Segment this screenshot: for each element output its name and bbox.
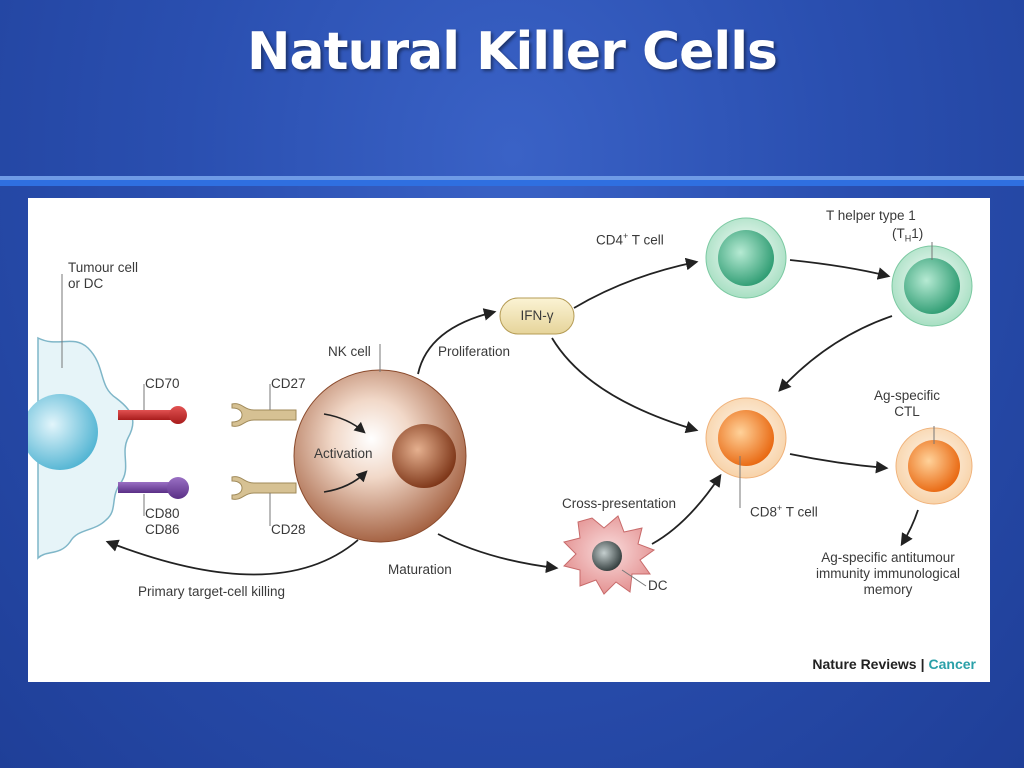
ag-specific-ctl-label-2: CTL — [894, 404, 920, 419]
or-dc-label: or DC — [68, 276, 104, 291]
maturation-label: Maturation — [388, 562, 452, 577]
primary-target-cell-killing-label: Primary target-cell killing — [138, 584, 286, 599]
memory-label-2: immunity immunological — [815, 566, 961, 581]
cd28-receptor — [231, 476, 297, 500]
slide-title: Natural Killer Cells — [247, 22, 778, 82]
ag-specific-ctl-label-1: Ag-specific — [873, 388, 941, 403]
ifn-gamma-label: IFN-γ — [520, 308, 554, 323]
cd4-t-cell-label: CD4+ T cell — [596, 231, 664, 248]
nk-cell-diagram: Tumour cell or DC CD70 CD80 CD86 CD27 CD… — [28, 198, 990, 682]
dc-label: DC — [648, 578, 668, 593]
cd28-label: CD28 — [271, 522, 306, 537]
dendritic-cell-nucleus — [592, 541, 622, 571]
ifn-gamma-capsule — [499, 297, 575, 335]
memory-label-1: Ag-specific antitumour — [821, 550, 955, 565]
journal-name: Nature Reviews — [812, 656, 917, 672]
th1-cell-nucleus — [904, 258, 960, 314]
th1-title-label: T helper type 1 — [826, 208, 916, 223]
tumour-cell-nucleus — [28, 394, 98, 470]
cd4-t-cell-nucleus — [718, 230, 774, 286]
tumour-cell-label: Tumour cell — [68, 260, 139, 275]
nk-cell-nucleus — [392, 424, 456, 488]
cd80-ligand-stalk — [118, 482, 176, 493]
cd70-ligand-stalk — [118, 410, 174, 420]
cd70-label: CD70 — [145, 376, 180, 391]
cd80-ligand-head — [167, 477, 189, 499]
cd80-label: CD80 — [145, 506, 180, 521]
cd27-receptor — [231, 403, 297, 427]
proliferation-label: Proliferation — [438, 344, 511, 359]
journal-credit: Nature Reviews|Cancer — [812, 656, 976, 672]
ag-specific-ctl-nucleus — [908, 440, 960, 492]
nk-cell-label: NK cell — [328, 344, 371, 359]
cd8-t-cell-label: CD8+ T cell — [750, 503, 818, 520]
cd70-ligand-head — [169, 406, 187, 424]
journal-section: Cancer — [928, 656, 976, 672]
activation-label: Activation — [314, 446, 373, 461]
title-divider-light — [0, 176, 1024, 180]
th1-abbrev-label: (TH1) — [892, 226, 924, 244]
cd27-label: CD27 — [271, 376, 306, 391]
title-divider — [0, 180, 1024, 186]
credit-separator: | — [920, 656, 925, 672]
memory-label-3: memory — [863, 582, 913, 597]
diagram-graphics — [28, 217, 973, 595]
cd86-label: CD86 — [145, 522, 180, 537]
cross-presentation-label: Cross-presentation — [562, 496, 677, 511]
cd8-t-cell-nucleus — [718, 410, 774, 466]
